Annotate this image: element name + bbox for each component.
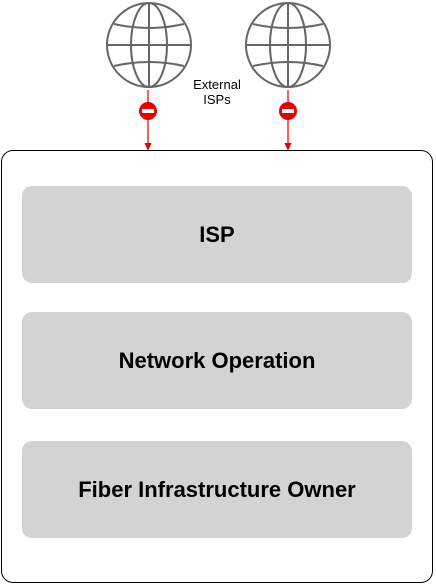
globe-icon bbox=[245, 2, 331, 88]
no-entry-icon bbox=[139, 102, 157, 120]
layer-isp-label: ISP bbox=[199, 221, 235, 247]
layer-isp: ISP bbox=[22, 186, 412, 283]
left-connector bbox=[139, 90, 157, 151]
layer-fiber-infrastructure-owner-label: Fiber Infrastructure Owner bbox=[78, 476, 356, 502]
external-label-line2: ISPs bbox=[203, 92, 231, 107]
right-connector bbox=[279, 90, 297, 151]
layer-fiber-infrastructure-owner: Fiber Infrastructure Owner bbox=[22, 441, 412, 538]
layer-network-operation-label: Network Operation bbox=[118, 347, 316, 373]
external-label-line1: External bbox=[193, 77, 241, 92]
globe-icon bbox=[106, 2, 192, 88]
no-entry-icon bbox=[279, 102, 297, 120]
external-isps-label: External ISPs bbox=[180, 77, 254, 107]
layer-network-operation: Network Operation bbox=[22, 312, 412, 409]
